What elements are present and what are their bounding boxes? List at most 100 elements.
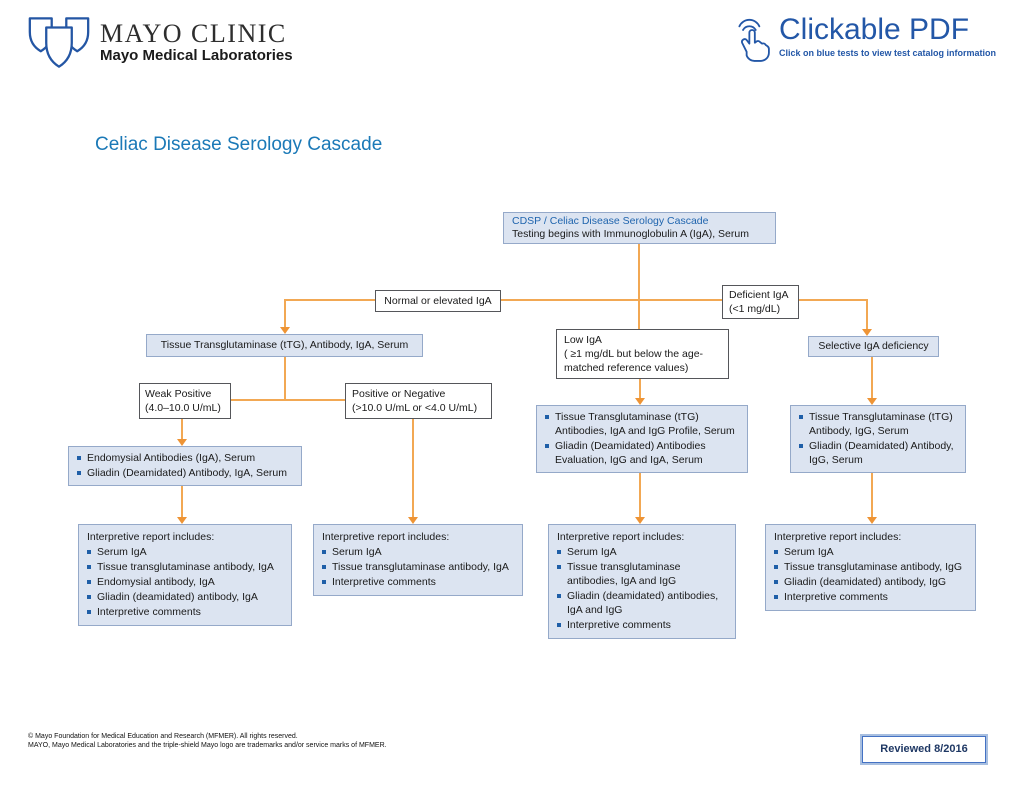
reviewed-date-badge: Reviewed 8/2016	[862, 736, 986, 763]
bullet-text: Gliadin (Deamidated) Antibodies Evaluati…	[555, 440, 706, 466]
connector-line	[284, 300, 286, 327]
bullet-square-icon	[87, 595, 91, 599]
profile-tests-box: Tissue Transglutaminase (tTG) Antibodies…	[536, 405, 748, 473]
bullet-item: Serum IgA	[87, 545, 285, 559]
connector-line	[284, 356, 286, 400]
clickable-pdf-title: Clickable PDF	[779, 13, 970, 46]
bullet-item: Tissue transglutaminase antibody, IgA	[87, 560, 285, 574]
bullet-text: Endomysial Antibodies (IgA), Serum	[87, 452, 256, 464]
report-items: Serum IgA Tissue transglutaminase antibod…	[557, 545, 729, 632]
bullet-square-icon	[557, 550, 561, 554]
mayo-triple-shield-logo	[28, 17, 90, 68]
arrow-down-icon	[280, 327, 290, 334]
label-line: Weak Positive	[145, 388, 212, 400]
bullet-item: Tissue transglutaminase antibody, IgG	[774, 560, 969, 574]
bullet-square-icon	[774, 565, 778, 569]
bullet-item: Interpretive comments	[87, 605, 285, 619]
selective-iga-deficiency-box: Selective IgA deficiency	[808, 336, 939, 357]
label-low-iga: Low IgA ( ≥1 mg/dL but below the age-mat…	[556, 329, 729, 379]
bullet-item: Endomysial Antibodies (IgA), Serum	[77, 451, 295, 465]
label-line: Deficient IgA	[729, 289, 789, 301]
bullet-text: Serum IgA	[332, 546, 382, 558]
bullet-text: Serum IgA	[97, 546, 147, 558]
bullet-square-icon	[87, 565, 91, 569]
bullet-square-icon	[87, 550, 91, 554]
connector-line	[866, 300, 868, 329]
bullet-text: Endomysial antibody, IgA	[97, 576, 215, 588]
connector-line	[230, 399, 346, 401]
cdsp-test-link[interactable]: CDSP / Celiac Disease Serology Cascade	[512, 215, 709, 227]
report-title: Interpretive report includes:	[322, 531, 450, 543]
bullet-square-icon	[774, 550, 778, 554]
clickable-pdf-subtitle: Click on blue tests to view test catalog…	[779, 48, 997, 58]
brand-subtitle: Mayo Medical Laboratories	[100, 47, 293, 64]
bullet-square-icon	[322, 565, 326, 569]
bullet-text: Gliadin (Deamidated) Antibody, IgG, Seru…	[809, 440, 954, 466]
bullet-square-icon	[774, 595, 778, 599]
click-hand-icon	[738, 18, 770, 62]
bullet-text: Interpretive comments	[567, 619, 671, 631]
report-items: Serum IgA Tissue transglutaminase antibod…	[322, 545, 516, 589]
interpretive-report-box-1: Interpretive report includes: Serum IgA T…	[78, 524, 292, 626]
bullet-square-icon	[557, 594, 561, 598]
interpretive-report-box-2: Interpretive report includes: Serum IgA T…	[313, 524, 523, 596]
arrow-down-icon	[177, 439, 187, 446]
connector-line	[638, 242, 640, 330]
label-positive-negative: Positive or Negative (>10.0 U/mL or <4.0…	[345, 383, 492, 419]
bullet-text: Tissue transglutaminase antibody, IgG	[784, 561, 963, 573]
label-weak-positive: Weak Positive (4.0–10.0 U/mL)	[139, 383, 231, 419]
bullet-text: Gliadin (deamidated) antibody, IgA	[97, 591, 258, 603]
bullet-square-icon	[322, 580, 326, 584]
bullet-item: Gliadin (deamidated) antibodies, IgA and…	[557, 589, 729, 617]
label-line: (<1 mg/dL)	[729, 303, 781, 315]
arrow-down-icon	[635, 398, 645, 405]
bullet-square-icon	[322, 550, 326, 554]
bullet-square-icon	[77, 471, 81, 475]
label-normal-iga: Normal or elevated IgA	[375, 290, 501, 312]
report-title: Interpretive report includes:	[774, 531, 902, 543]
copyright-text: © Mayo Foundation for Medical Education …	[28, 732, 387, 750]
bullet-text: Tissue transglutaminase antibodies, IgA …	[567, 561, 681, 587]
bullet-text: Tissue Transglutaminase (tTG) Antibodies…	[555, 411, 735, 437]
bullet-square-icon	[545, 444, 549, 448]
report-title: Interpretive report includes:	[87, 531, 215, 543]
bullet-text: Gliadin (deamidated) antibody, IgG	[784, 576, 947, 588]
label-line: Low IgA	[564, 334, 602, 346]
bullet-text: Tissue transglutaminase antibody, IgA	[332, 561, 509, 573]
interpretive-report-box-4: Interpretive report includes: Serum IgA T…	[765, 524, 976, 611]
root-subtext: Testing begins with Immunoglobulin A (Ig…	[512, 228, 749, 240]
connector-line	[181, 478, 183, 517]
connector-line	[284, 299, 868, 301]
arrow-down-icon	[408, 517, 418, 524]
bullet-text: Serum IgA	[784, 546, 834, 558]
bullet-item: Interpretive comments	[557, 618, 729, 632]
trademark-line: MAYO, Mayo Medical Laboratories and the …	[28, 742, 387, 749]
bullet-item: Gliadin (Deamidated) Antibodies Evaluati…	[545, 439, 741, 467]
bullet-item: Serum IgA	[557, 545, 729, 559]
connector-line	[181, 417, 183, 439]
label-line: (4.0–10.0 U/mL)	[145, 402, 221, 414]
bullet-square-icon	[557, 623, 561, 627]
connector-line	[871, 357, 873, 398]
bullet-text: Interpretive comments	[97, 606, 201, 618]
bullet-square-icon	[87, 580, 91, 584]
connector-line	[412, 417, 414, 517]
label-deficient-iga: Deficient IgA (<1 mg/dL)	[722, 285, 799, 319]
bullet-item: Interpretive comments	[774, 590, 969, 604]
label-line: Positive or Negative	[352, 388, 446, 400]
report-title: Interpretive report includes:	[557, 531, 685, 543]
bullet-item: Gliadin (deamidated) antibody, IgA	[87, 590, 285, 604]
bullet-text: Gliadin (deamidated) antibodies, IgA and…	[567, 590, 719, 616]
connector-line	[639, 462, 641, 517]
bullet-text: Interpretive comments	[784, 591, 888, 603]
arrow-down-icon	[862, 329, 872, 336]
bullet-text: Tissue Transglutaminase (tTG) Antibody, …	[809, 411, 953, 437]
brand-title: MAYO CLINIC	[100, 19, 287, 48]
report-items: Serum IgA Tissue transglutaminase antibod…	[87, 545, 285, 619]
bullet-item: Tissue Transglutaminase (tTG) Antibody, …	[799, 410, 959, 438]
arrow-down-icon	[635, 517, 645, 524]
arrow-down-icon	[177, 517, 187, 524]
igg-tests-box: Tissue Transglutaminase (tTG) Antibody, …	[790, 405, 966, 473]
